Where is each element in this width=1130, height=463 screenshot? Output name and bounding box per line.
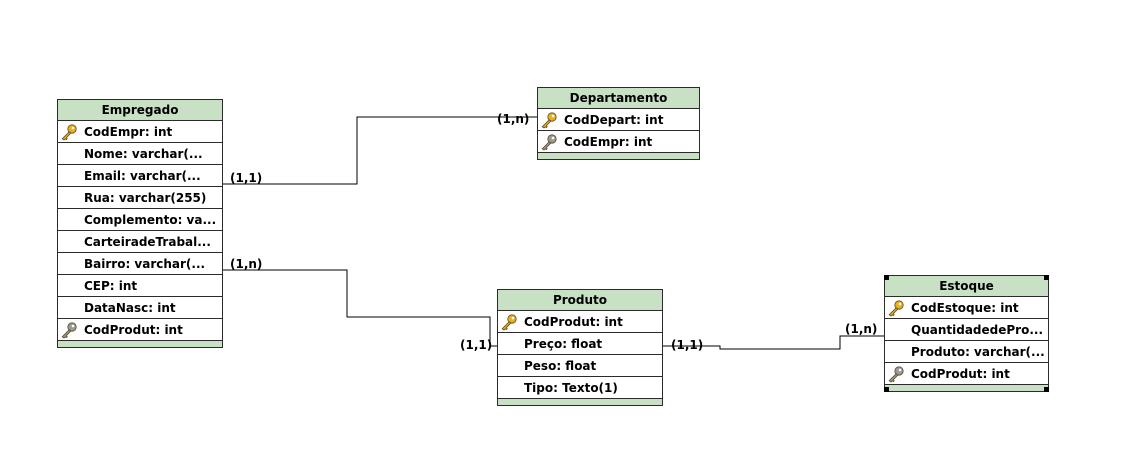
selection-handle[interactable] bbox=[1044, 275, 1049, 280]
selection-handle[interactable] bbox=[884, 275, 889, 280]
cardinality-label[interactable]: (1,1) bbox=[460, 338, 493, 352]
attribute-label: CodProdut: int bbox=[84, 323, 183, 337]
cardinality-label[interactable]: (1,n) bbox=[845, 322, 878, 336]
attribute-label: Complemento: va... bbox=[84, 213, 217, 227]
attribute-label: CodEmpr: int bbox=[564, 135, 653, 149]
cardinality-label[interactable]: (1,n) bbox=[497, 112, 530, 126]
attribute-label: CodDepart: int bbox=[564, 113, 664, 127]
attribute-label: CodProdut: int bbox=[524, 315, 623, 329]
attribute-label: Peso: float bbox=[524, 359, 597, 373]
entity-footer bbox=[498, 399, 662, 405]
primary-key-icon bbox=[541, 112, 557, 129]
attribute-row[interactable]: CodProdut: int bbox=[885, 363, 1048, 385]
attribute-label: Bairro: varchar(... bbox=[84, 257, 206, 271]
attribute-row[interactable]: CodProdut: int bbox=[498, 311, 662, 333]
attribute-label: Nome: varchar(... bbox=[84, 147, 203, 161]
cardinality-label[interactable]: (1,n) bbox=[230, 257, 263, 271]
attribute-label: Preço: float bbox=[524, 337, 603, 351]
attribute-label: DataNasc: int bbox=[84, 301, 176, 315]
attribute-row[interactable]: CodEstoque: int bbox=[885, 297, 1048, 319]
attribute-row[interactable]: CarteiradeTrabal... bbox=[58, 231, 222, 253]
attribute-label: CodProdut: int bbox=[911, 367, 1010, 381]
entity-footer bbox=[538, 153, 699, 159]
attribute-label: Produto: varchar(... bbox=[911, 345, 1045, 359]
attribute-label: CEP: int bbox=[84, 279, 138, 293]
attribute-label: CodEmpr: int bbox=[84, 125, 173, 139]
attribute-label: Email: varchar(... bbox=[84, 169, 201, 183]
entity-title: Estoque bbox=[885, 276, 1048, 297]
attribute-row[interactable]: CEP: int bbox=[58, 275, 222, 297]
attribute-row[interactable]: Bairro: varchar(... bbox=[58, 253, 222, 275]
attribute-row[interactable]: DataNasc: int bbox=[58, 297, 222, 319]
attribute-label: QuantidadedePro... bbox=[911, 323, 1044, 337]
foreign-key-icon bbox=[888, 366, 904, 383]
attribute-row[interactable]: CodEmpr: int bbox=[538, 131, 699, 153]
entity-title: Departamento bbox=[538, 88, 699, 109]
attribute-row[interactable]: Tipo: Texto(1) bbox=[498, 377, 662, 399]
attribute-row[interactable]: Email: varchar(... bbox=[58, 165, 222, 187]
cardinality-label[interactable]: (1,1) bbox=[671, 338, 704, 352]
attribute-row[interactable]: CodEmpr: int bbox=[58, 121, 222, 143]
foreign-key-icon bbox=[61, 322, 77, 339]
attribute-row[interactable]: Peso: float bbox=[498, 355, 662, 377]
primary-key-icon bbox=[888, 300, 904, 317]
attribute-row[interactable]: Produto: varchar(... bbox=[885, 341, 1048, 363]
attribute-label: Tipo: Texto(1) bbox=[524, 381, 618, 395]
attribute-row[interactable]: Rua: varchar(255) bbox=[58, 187, 222, 209]
primary-key-icon bbox=[61, 124, 77, 141]
attribute-row[interactable]: CodProdut: int bbox=[58, 319, 222, 341]
primary-key-icon bbox=[501, 314, 517, 331]
relationship-line-empregado-departamento[interactable] bbox=[222, 116, 537, 185]
attribute-label: Rua: varchar(255) bbox=[84, 191, 207, 205]
relationship-line-empregado-produto[interactable] bbox=[222, 269, 498, 347]
entity-title: Produto bbox=[498, 290, 662, 311]
attribute-label: CarteiradeTrabal... bbox=[84, 235, 211, 249]
attribute-row[interactable]: Preço: float bbox=[498, 333, 662, 355]
attribute-row[interactable]: Nome: varchar(... bbox=[58, 143, 222, 165]
cardinality-label[interactable]: (1,1) bbox=[230, 171, 263, 185]
relationship-line-produto-estoque[interactable] bbox=[662, 335, 884, 350]
attribute-label: CodEstoque: int bbox=[911, 301, 1019, 315]
entity-footer bbox=[885, 385, 1048, 391]
entity-footer bbox=[58, 341, 222, 347]
selection-handle[interactable] bbox=[1044, 387, 1049, 392]
attribute-row[interactable]: QuantidadedePro... bbox=[885, 319, 1048, 341]
foreign-key-icon bbox=[541, 134, 557, 151]
attribute-row[interactable]: CodDepart: int bbox=[538, 109, 699, 131]
entity-title: Empregado bbox=[58, 100, 222, 121]
attribute-row[interactable]: Complemento: va... bbox=[58, 209, 222, 231]
selection-handle[interactable] bbox=[884, 387, 889, 392]
